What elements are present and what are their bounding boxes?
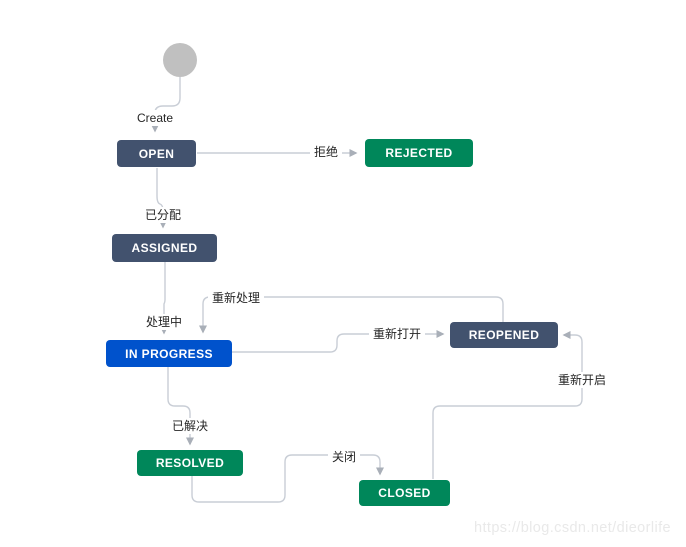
status-assigned[interactable]: ASSIGNED	[112, 234, 217, 262]
status-closed[interactable]: CLOSED	[359, 480, 450, 506]
connector-close	[191, 454, 384, 503]
transition-label-reopen-from-closed[interactable]: 重新开启	[553, 372, 611, 388]
status-open[interactable]: OPEN	[117, 140, 196, 167]
status-resolved[interactable]: RESOLVED	[137, 450, 243, 476]
start-node[interactable]	[163, 43, 197, 77]
transition-label-close[interactable]: 关闭	[327, 449, 361, 465]
connector-resolve	[167, 367, 194, 446]
status-in-progress[interactable]: IN PROGRESS	[106, 340, 232, 367]
transition-label-reopen[interactable]: 重新打开	[368, 326, 426, 342]
connector-reopen-from-closed	[432, 331, 583, 479]
transition-label-resolve[interactable]: 已解决	[167, 418, 213, 434]
transition-label-start-progress[interactable]: 处理中	[141, 314, 187, 330]
status-rejected[interactable]: REJECTED	[365, 139, 473, 167]
transition-label-assign[interactable]: 已分配	[140, 207, 186, 223]
connector-reopen	[232, 330, 445, 353]
transition-label-reject[interactable]: 拒绝	[309, 144, 343, 160]
transition-label-reprocess[interactable]: 重新处理	[207, 290, 265, 306]
connector-reprocess	[199, 296, 504, 334]
transition-label-create[interactable]: Create	[132, 110, 178, 126]
status-reopened[interactable]: REOPENED	[450, 322, 558, 348]
connector-start-progress	[160, 262, 168, 335]
watermark-url: https://blog.csdn.net/dieorlife	[474, 520, 671, 536]
